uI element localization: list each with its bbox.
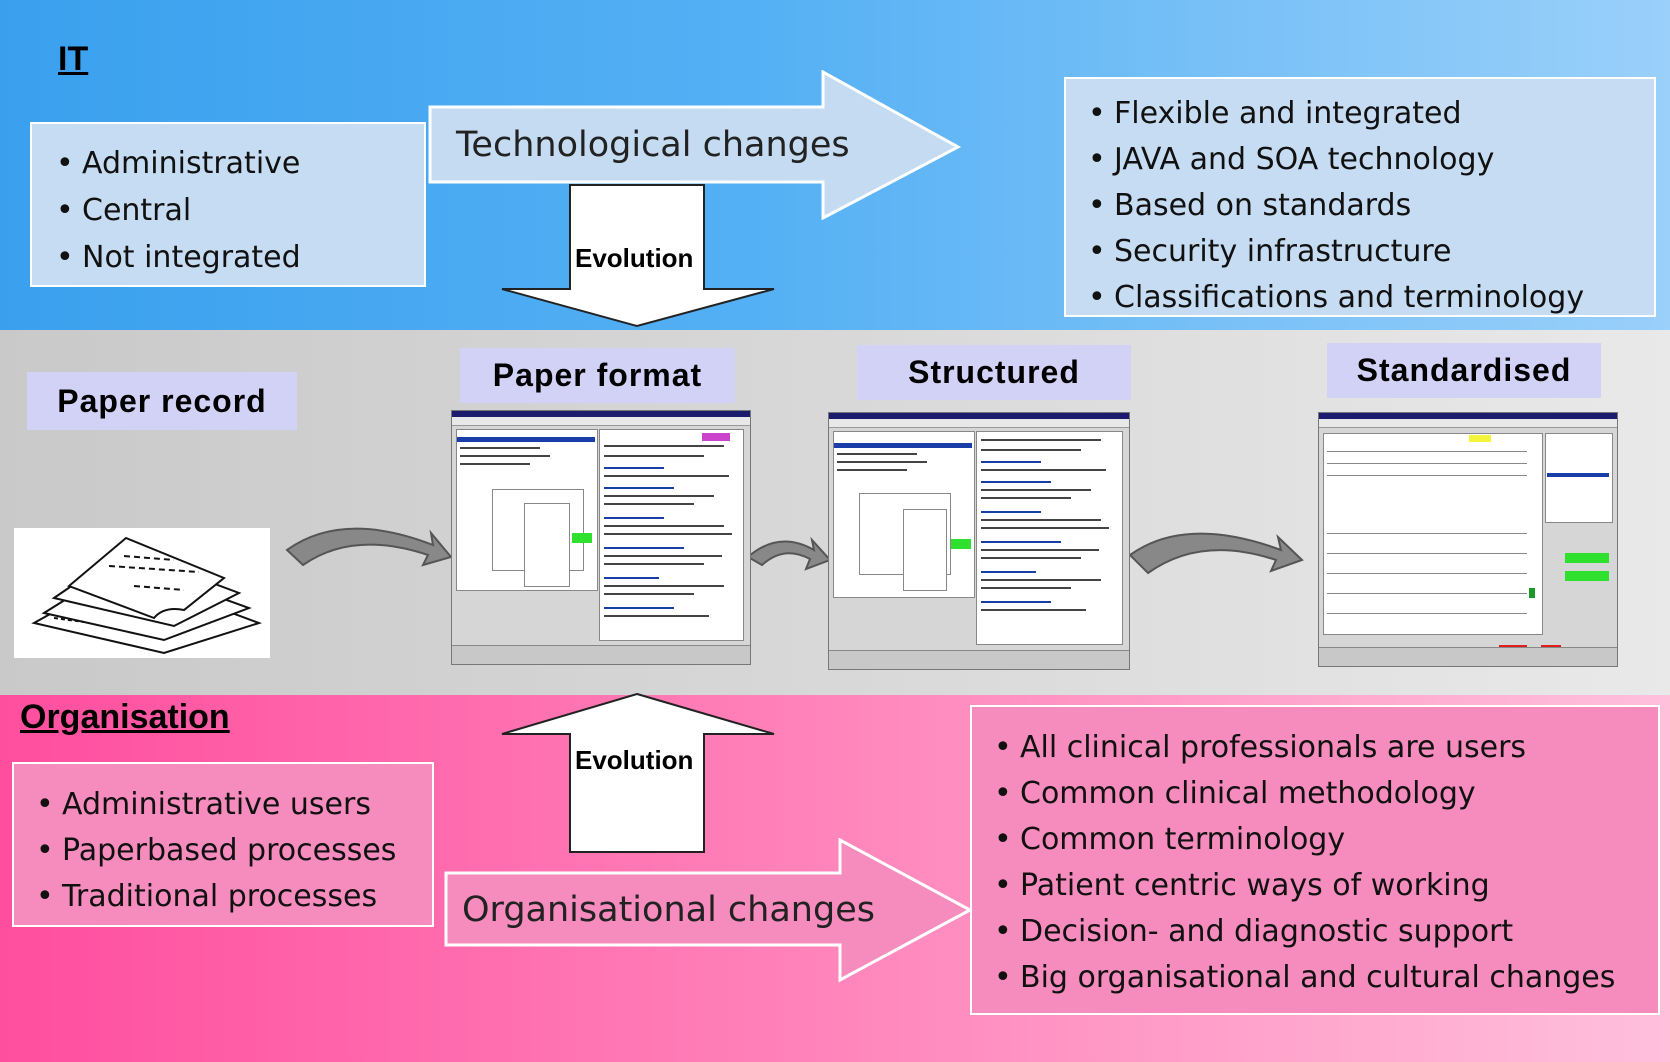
- organisational-changes-label: Organisational changes: [462, 890, 875, 930]
- organisation-heading: Organisation: [20, 698, 230, 736]
- org-current-item: Traditional processes: [34, 874, 432, 920]
- stage-label-standardised: Standardised: [1327, 343, 1601, 398]
- it-future-item: Based on standards: [1086, 183, 1654, 229]
- it-heading: IT: [58, 40, 89, 78]
- standardised-screenshot: [1318, 412, 1618, 667]
- it-current-box: Administrative Central Not integrated: [30, 122, 426, 287]
- stage-label-structured: Structured: [857, 345, 1131, 400]
- org-future-item: Big organisational and cultural changes: [992, 955, 1658, 1001]
- it-current-item: Not integrated: [54, 234, 424, 281]
- paper-format-screenshot: [451, 410, 751, 665]
- structured-screenshot: [828, 412, 1130, 670]
- it-future-item: Security infrastructure: [1086, 229, 1654, 275]
- it-current-item: Administrative: [54, 140, 424, 187]
- technological-changes-arrow-icon: [428, 70, 962, 220]
- org-future-item: Common terminology: [992, 817, 1658, 863]
- organisational-changes-arrow-icon: [444, 838, 974, 983]
- curved-arrow-icon: [285, 527, 453, 567]
- stage-label-paper-record: Paper record: [27, 372, 297, 430]
- org-current-item: Paperbased processes: [34, 828, 432, 874]
- org-current-box: Administrative users Paperbased processe…: [12, 762, 434, 927]
- evolution-label-bottom: Evolution: [575, 745, 694, 775]
- org-future-item: Patient centric ways of working: [992, 863, 1658, 909]
- org-future-box: All clinical professionals are users Com…: [970, 705, 1660, 1015]
- technological-changes-label: Technological changes: [456, 125, 850, 165]
- org-future-item: Decision- and diagnostic support: [992, 909, 1658, 955]
- org-future-item: All clinical professionals are users: [992, 725, 1658, 771]
- it-future-box: Flexible and integrated JAVA and SOA tec…: [1064, 77, 1656, 321]
- paper-stack-icon: [14, 528, 270, 658]
- it-future-item: Flexible and integrated: [1086, 91, 1654, 137]
- stage-label-paper-format: Paper format: [460, 348, 735, 403]
- curved-arrow-icon: [1128, 532, 1304, 575]
- org-current-item: Administrative users: [34, 782, 432, 828]
- evolution-up-arrow-icon: [501, 692, 775, 853]
- org-future-item: Common clinical methodology: [992, 771, 1658, 817]
- it-future-item: JAVA and SOA technology: [1086, 137, 1654, 183]
- it-current-item: Central: [54, 187, 424, 234]
- it-future-item: Classifications and terminology: [1086, 275, 1654, 321]
- evolution-label-top: Evolution: [575, 243, 694, 273]
- evolution-down-arrow-icon: [501, 184, 775, 328]
- curved-arrow-icon: [746, 536, 832, 571]
